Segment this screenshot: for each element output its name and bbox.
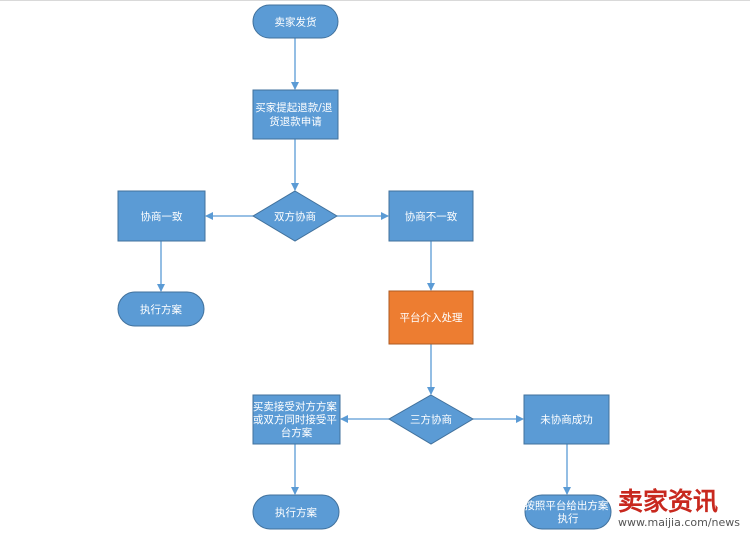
- node-three-way: 三方协商: [388, 394, 474, 445]
- node-execute-2: 执行方案: [252, 494, 340, 530]
- node-refund-request-label: 买家提起退款/退 货退款申请: [255, 101, 335, 128]
- node-accept-plan-line-1: 买卖接受对方方案: [253, 400, 337, 413]
- node-execute-1-label: 执行方案: [140, 303, 182, 316]
- node-not-success-label: 未协商成功: [540, 413, 593, 426]
- node-accept-plan-label: 买卖接受对方方案 或双方同时接受平 台方案: [253, 400, 340, 439]
- node-platform: 平台介入处理: [388, 290, 474, 345]
- node-refund-request-line-1: 买家提起退款/退: [255, 101, 333, 114]
- watermark: 卖家资讯 www.maijia.com/news: [618, 487, 740, 529]
- node-refund-request: 买家提起退款/退 货退款申请: [252, 89, 339, 140]
- node-execute-2-label: 执行方案: [275, 506, 317, 519]
- node-negotiation-label: 双方协商: [274, 210, 316, 223]
- node-disagree-label: 协商不一致: [405, 210, 458, 223]
- node-accept-plan-line-3: 台方案: [281, 426, 313, 439]
- node-agree: 协商一致: [117, 190, 206, 242]
- node-platform-plan: 按照平台给出方案 执行: [524, 494, 612, 530]
- node-not-success: 未协商成功: [523, 394, 610, 445]
- node-platform-label: 平台介入处理: [400, 311, 463, 324]
- node-three-way-label: 三方协商: [410, 413, 452, 426]
- node-platform-plan-line-2: 执行: [558, 512, 579, 525]
- node-accept-plan: 买卖接受对方方案 或双方同时接受平 台方案: [252, 394, 341, 445]
- watermark-logo: 卖家资讯: [618, 487, 718, 516]
- watermark-url: www.maijia.com/news: [618, 516, 740, 529]
- node-agree-label: 协商一致: [141, 210, 183, 223]
- connectors: [157, 38, 571, 495]
- node-negotiation: 双方协商: [252, 190, 338, 242]
- node-execute-1: 执行方案: [117, 291, 205, 327]
- node-platform-plan-line-1: 按照平台给出方案: [524, 499, 608, 512]
- node-seller-ship-label: 卖家发货: [275, 16, 317, 29]
- node-platform-plan-label: 按照平台给出方案 执行: [524, 499, 611, 525]
- node-seller-ship: 卖家发货: [252, 4, 339, 39]
- node-disagree: 协商不一致: [388, 190, 474, 242]
- node-accept-plan-line-2: 或双方同时接受平: [253, 413, 337, 426]
- node-refund-request-line-2: 货退款申请: [269, 115, 322, 128]
